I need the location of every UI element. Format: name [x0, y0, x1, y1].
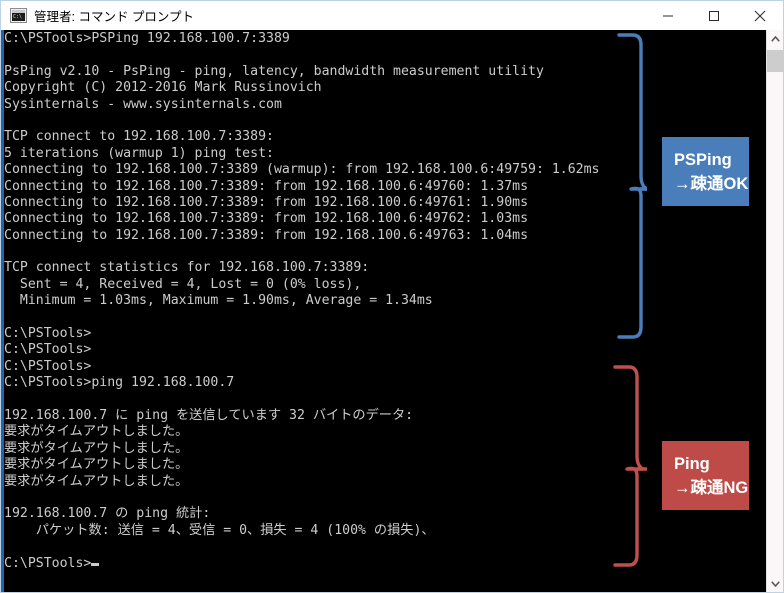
vertical-scrollbar[interactable] — [766, 30, 783, 592]
console-line: C:\PSTools> — [4, 556, 599, 572]
console-line: Connecting to 192.168.100.7:3389: from 1… — [4, 178, 529, 194]
console-line: 192.168.100.7 に ping を送信しています 32 バイトのデータ… — [4, 407, 414, 423]
console-line: C:\PSTools> — [4, 342, 92, 358]
maximize-button[interactable] — [691, 1, 737, 30]
callout-psping-line1: PSPing — [674, 150, 732, 169]
console-line: Sent = 4, Received = 4, Lost = 0 (0% los… — [4, 276, 362, 292]
console-line: 要求がタイムアウトしました。 — [4, 473, 189, 489]
console-line: パケット数: 送信 = 4、受信 = 0、損失 = 4 (100% の損失)、 — [4, 522, 435, 538]
console-line: Connecting to 192.168.100.7:3389 (warmup… — [4, 162, 600, 178]
console-line: Copyright (C) 2012-2016 Mark Russinovich — [4, 80, 322, 96]
console-line: PsPing v2.10 - PsPing - ping, latency, b… — [4, 63, 544, 79]
console-line: C:\PSTools> — [4, 326, 92, 342]
scrollbar-thumb[interactable] — [767, 50, 783, 72]
console-line — [4, 490, 599, 506]
console-line: TCP connect statistics for 192.168.100.7… — [4, 260, 370, 276]
console-line: TCP connect to 192.168.100.7:3389: — [4, 129, 274, 145]
close-button[interactable] — [737, 1, 783, 30]
minimize-button[interactable] — [645, 1, 691, 30]
console-line: C:\PSTools> — [4, 358, 92, 374]
console-line: 192.168.100.7 の ping 統計: — [4, 506, 211, 522]
console-line: C:\PSTools>ping 192.168.100.7 — [4, 375, 235, 391]
console-line: 要求がタイムアウトしました。 — [4, 457, 189, 473]
callout-psping-line2: →疎通OK — [674, 174, 749, 193]
maximize-icon — [709, 10, 719, 21]
console-line — [4, 392, 599, 408]
console-line: Minimum = 1.03ms, Maximum = 1.90ms, Aver… — [4, 293, 433, 309]
console-line — [4, 47, 599, 63]
chevron-up-icon — [770, 35, 780, 42]
text-cursor — [91, 562, 100, 566]
console-line — [4, 244, 599, 260]
console-line: 要求がタイムアウトしました。 — [4, 440, 189, 456]
console-line — [4, 539, 599, 555]
chevron-down-icon — [770, 580, 780, 587]
cmd-icon — [10, 8, 27, 23]
console-line: 5 iterations (warmup 1) ping test: — [4, 145, 274, 161]
close-icon — [754, 10, 766, 21]
minimize-icon — [663, 15, 673, 16]
callout-psping: PSPing →疎通OK — [662, 137, 749, 206]
console-line — [4, 310, 599, 326]
scroll-down-button[interactable] — [767, 575, 783, 592]
window-title: 管理者: コマンド プロンプト — [34, 10, 195, 24]
console-line: Connecting to 192.168.100.7:3389: from 1… — [4, 211, 529, 227]
callout-ping-line1: Ping — [674, 454, 710, 473]
console-line — [4, 113, 599, 129]
console-line: Sysinternals - www.sysinternals.com — [4, 96, 282, 112]
callout-ping: Ping →疎通NG — [662, 441, 749, 510]
console-line: Connecting to 192.168.100.7:3389: from 1… — [4, 194, 529, 210]
console-line: C:\PSTools>PSPing 192.168.100.7:3389 — [4, 31, 290, 46]
callout-ping-line2: →疎通NG — [674, 478, 749, 497]
console-line: 要求がタイムアウトしました。 — [4, 424, 189, 440]
scroll-up-button[interactable] — [767, 30, 783, 47]
console-line: Connecting to 192.168.100.7:3389: from 1… — [4, 227, 529, 243]
title-bar[interactable]: 管理者: コマンド プロンプト — [1, 1, 783, 30]
